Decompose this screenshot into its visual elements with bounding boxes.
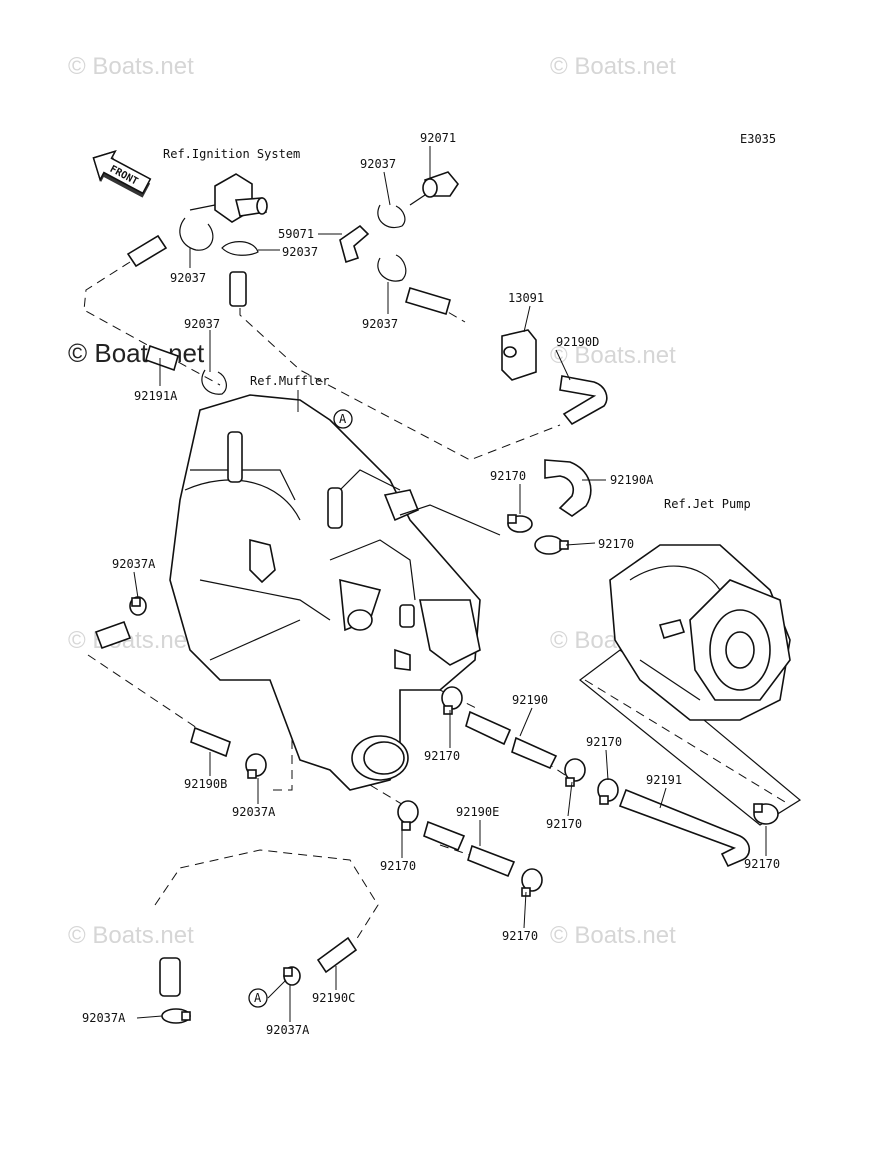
- part-label: 92190D: [556, 335, 599, 349]
- clamp: [245, 753, 267, 779]
- part-labels: 92071 92037 59071 92037 92037 92037 9203…: [82, 131, 780, 1037]
- ref-jet-pump-label: Ref.Jet Pump: [664, 497, 751, 511]
- hose-92190A: [544, 459, 592, 517]
- part-label: 92170: [598, 537, 634, 551]
- clamp: [129, 596, 147, 616]
- part-label: 92190B: [184, 777, 227, 791]
- part-label: 92037: [360, 157, 396, 171]
- leader-lines: [133, 146, 767, 1022]
- part-label: 92037A: [82, 1011, 126, 1025]
- hose: [405, 287, 451, 315]
- part-label: 92037A: [266, 1023, 310, 1037]
- hose: [159, 957, 181, 997]
- clamp: [753, 803, 779, 825]
- clip: [377, 254, 407, 282]
- part-label: 92170: [380, 859, 416, 873]
- clip: [221, 241, 259, 256]
- part-label: 92037: [362, 317, 398, 331]
- part-label: 92037: [184, 317, 220, 331]
- part-label: 92191: [646, 773, 682, 787]
- part-label: 92170: [744, 857, 780, 871]
- part-label: 92037A: [232, 805, 276, 819]
- muffler-body: [169, 394, 501, 791]
- clip: [179, 217, 214, 251]
- part-label: 92190A: [610, 473, 654, 487]
- watermark: © Boats.net: [550, 53, 676, 80]
- hose-92190C: [316, 936, 358, 974]
- clamp: [507, 514, 533, 533]
- part-label: 59071: [278, 227, 314, 241]
- hose-92190E: [423, 820, 466, 852]
- part-label: 92190: [512, 693, 548, 707]
- clamp: [597, 778, 619, 805]
- hose-92190: [511, 736, 558, 770]
- clip: [201, 369, 227, 395]
- clamp: [283, 966, 301, 986]
- connector-a-marker: [248, 988, 268, 1008]
- ref-ignition-label: Ref.Ignition System: [163, 147, 300, 161]
- part-label: 92037A: [112, 557, 156, 571]
- clamp: [397, 800, 419, 831]
- part-label: 92170: [424, 749, 460, 763]
- part-label: 13091: [508, 291, 544, 305]
- part-label: 92170: [586, 735, 622, 749]
- clamp: [564, 758, 586, 787]
- hose: [126, 234, 168, 268]
- clamp: [161, 1008, 191, 1024]
- part-label: 92037: [170, 271, 206, 285]
- part-label: 92191A: [134, 389, 178, 403]
- part-label: 92170: [502, 929, 538, 943]
- part-label: 92170: [546, 817, 582, 831]
- connector-a-label: A: [339, 412, 347, 426]
- hose-92190: [465, 710, 512, 746]
- watermark: © Boats.net: [68, 53, 194, 80]
- connector-a-marker: [333, 409, 353, 429]
- watermark: © Boats.net: [550, 342, 676, 369]
- clamp: [441, 686, 463, 715]
- plug-hole: [503, 346, 517, 358]
- watermark-dark: © Boats.net: [68, 338, 205, 368]
- elbow-59071: [339, 224, 370, 264]
- part-label: 92037: [282, 245, 318, 259]
- part-label: 92190C: [312, 991, 355, 1005]
- clamp: [521, 868, 543, 897]
- clip: [377, 204, 406, 229]
- routing-lines: [83, 261, 791, 941]
- front-arrow-icon: FRONT: [92, 149, 152, 198]
- watermarks: © Boats.net © Boats.net © Boats.net © Bo…: [68, 53, 676, 949]
- ignition-part: [189, 173, 268, 223]
- part-label: 92170: [490, 469, 526, 483]
- jet-pump: [579, 544, 802, 826]
- diagram-code: E3035: [740, 132, 776, 146]
- part-label: 92190E: [456, 805, 499, 819]
- hose-92190B: [190, 726, 231, 758]
- watermark: © Boats.net: [550, 922, 676, 949]
- plug-13091: [501, 329, 537, 381]
- watermark: © Boats.net: [68, 627, 194, 654]
- hose-92190D: [559, 375, 608, 426]
- hose-92191: [618, 788, 751, 868]
- part-label: 92071: [420, 131, 456, 145]
- fitting-92071: [409, 171, 459, 206]
- hose-92191A: [145, 344, 179, 372]
- hose: [94, 620, 132, 650]
- watermark: © Boats.net: [68, 922, 194, 949]
- hose-92190E: [467, 844, 516, 878]
- hose: [229, 271, 247, 307]
- clamp: [534, 535, 569, 555]
- ref-muffler-label: Ref.Muffler: [250, 374, 329, 388]
- connector-a-label: A: [254, 991, 262, 1005]
